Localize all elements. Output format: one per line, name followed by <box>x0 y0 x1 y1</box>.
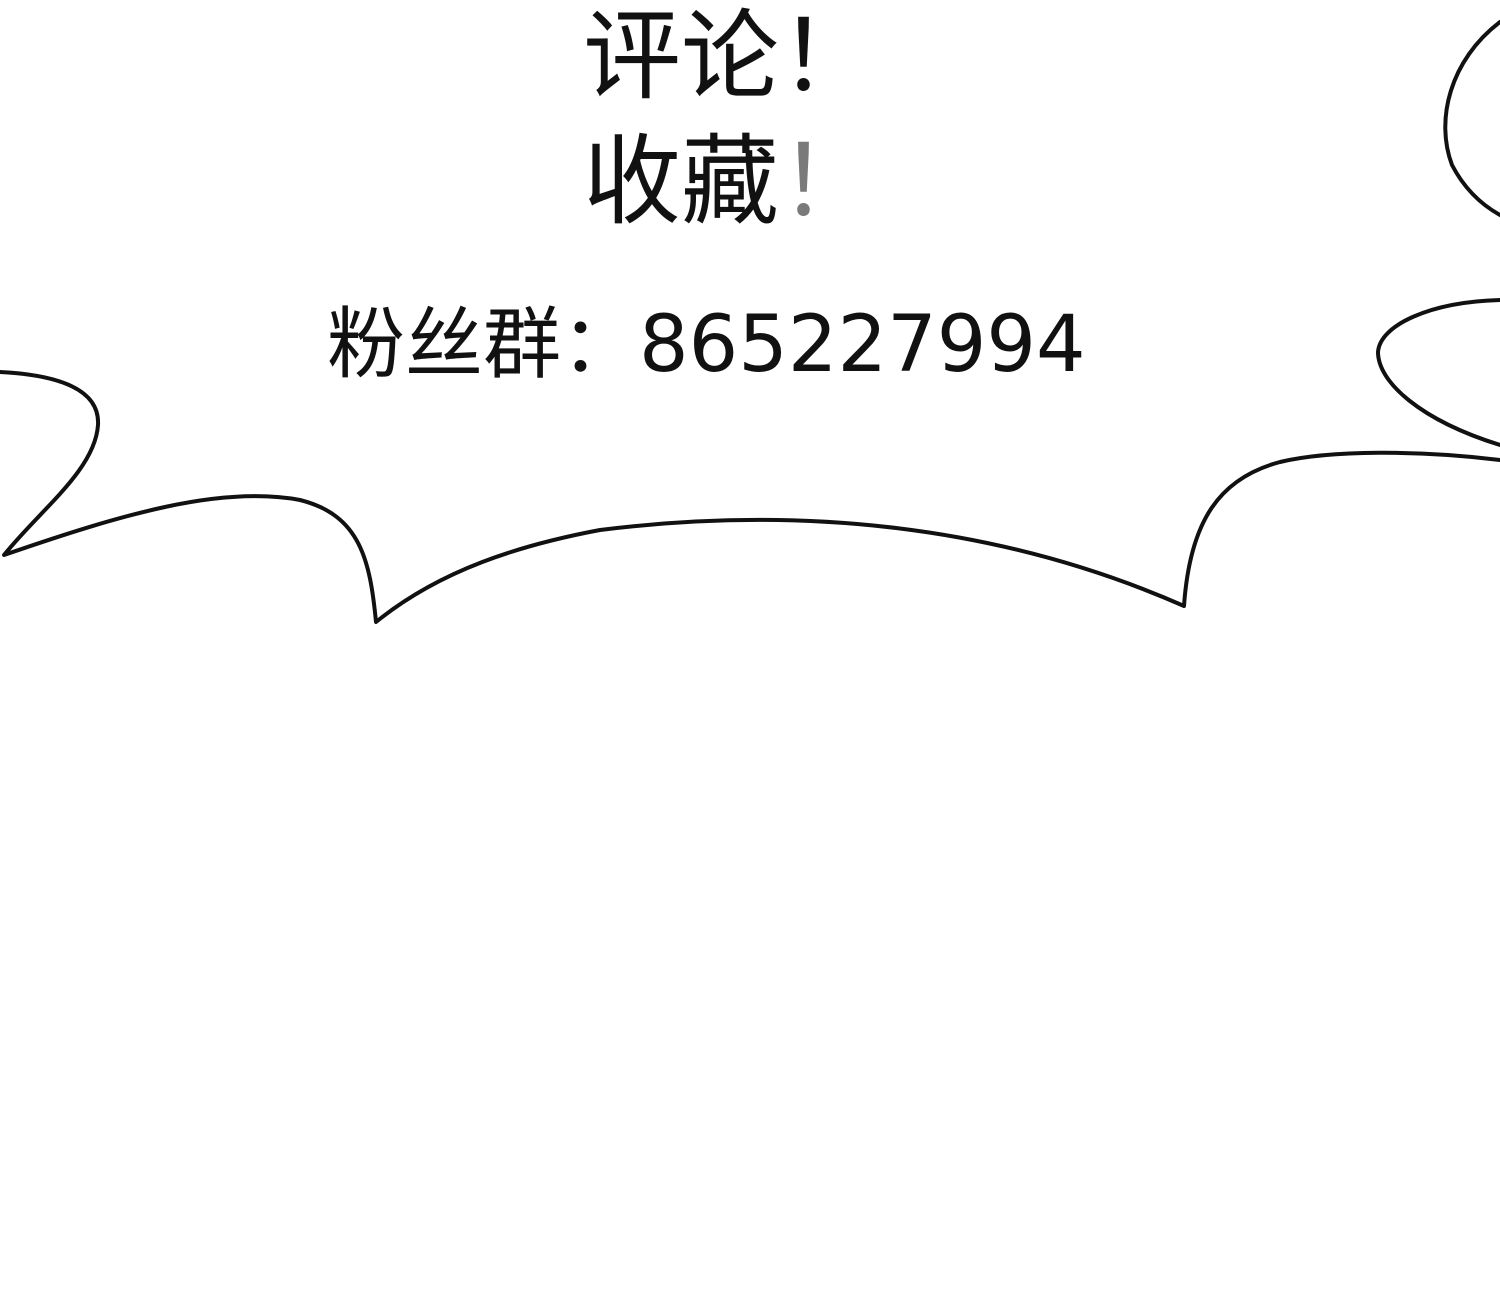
comment-call-text: 评论！ <box>583 0 878 114</box>
bubble-lobe-right <box>1375 298 1500 447</box>
bubble-edge-bottom <box>0 370 1500 624</box>
fan-group-text: 粉丝群：865227994 <box>327 300 1086 390</box>
bubble-swirl-top-right <box>1443 20 1500 217</box>
favorite-call-mark: ！ <box>779 125 878 239</box>
favorite-call-text: 收藏！ <box>583 133 877 231</box>
favorite-call-main: 收藏 <box>583 125 780 239</box>
